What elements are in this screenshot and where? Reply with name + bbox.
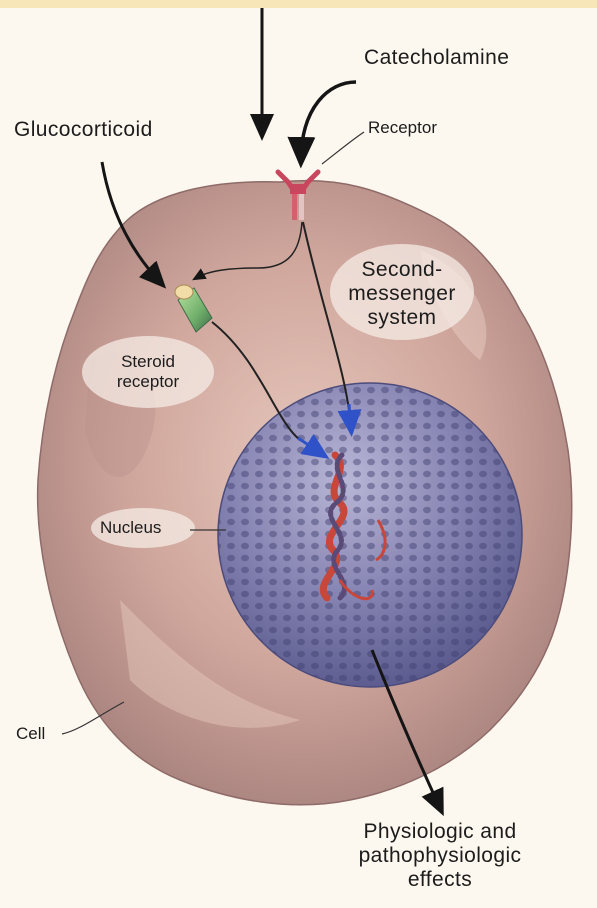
label-catecholamine: Catecholamine <box>364 46 509 70</box>
label-second-messenger-line-1: Second- <box>340 258 464 282</box>
label-steroid-receptor-line-1: Steroid <box>96 352 200 372</box>
label-second-messenger-line-3: system <box>340 306 464 330</box>
arrow-head-blue <box>349 404 351 428</box>
label-steroid-receptor-line-2: receptor <box>96 372 200 392</box>
label-second-messenger-line-2: messenger <box>340 282 464 306</box>
label-nucleus: Nucleus <box>100 518 161 538</box>
label-glucocorticoid: Glucocorticoid <box>14 118 153 142</box>
nuclear-pores <box>218 383 522 687</box>
top-band <box>0 0 597 8</box>
label-effects-line-1: Physiologic and <box>320 820 560 844</box>
label-effects-line-2: pathophysiologic <box>320 844 560 868</box>
label-steroid-receptor: Steroid receptor <box>96 352 200 391</box>
label-second-messenger-system: Second- messenger system <box>340 258 464 330</box>
leader-receptor <box>322 132 364 164</box>
label-effects-line-3: effects <box>320 868 560 892</box>
label-receptor: Receptor <box>368 118 437 138</box>
label-effects: Physiologic and pathophysiologic effects <box>320 820 560 892</box>
label-cell: Cell <box>16 724 45 744</box>
arrow-catecholamine <box>301 82 356 158</box>
